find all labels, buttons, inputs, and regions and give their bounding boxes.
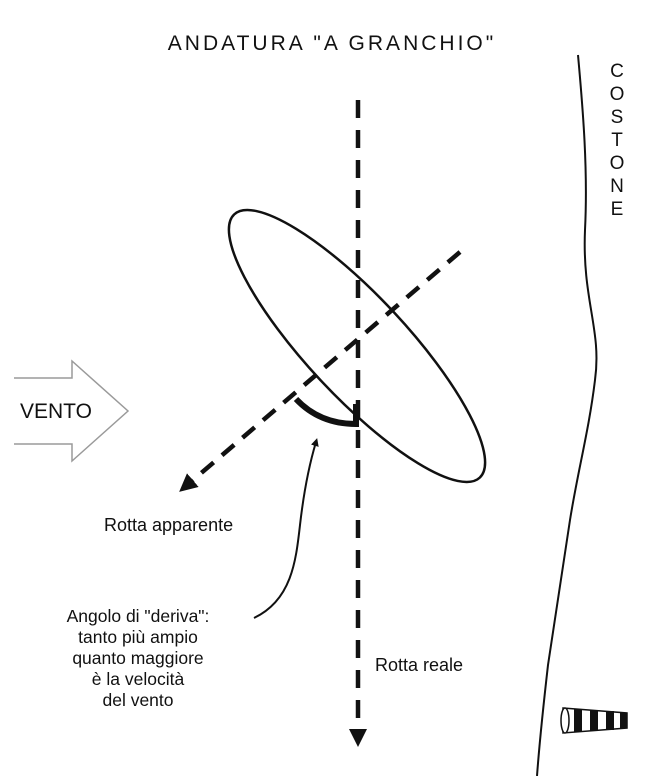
apparent-course-line <box>179 250 462 492</box>
drift-angle-text: Angolo di "deriva": tanto più ampio quan… <box>67 606 210 710</box>
drift-angle-arc <box>293 396 359 428</box>
wind-label: VENTO <box>20 400 92 423</box>
ridge-line <box>536 54 598 776</box>
ridge-letter: O <box>610 84 625 105</box>
drift-pointer-line <box>253 438 319 619</box>
windsock-icon <box>560 707 628 734</box>
drift-angle-line: Angolo di "deriva": <box>67 606 210 626</box>
real-course-label: Rotta reale <box>375 655 463 675</box>
drift-angle-line: tanto più ampio <box>78 627 198 647</box>
ridge-letter: O <box>610 153 625 174</box>
ridge-letter: T <box>611 130 623 151</box>
ridge-label: C O S T O N E <box>610 61 625 220</box>
drift-angle-line: del vento <box>102 690 173 710</box>
glider-wing-ellipse <box>227 208 487 484</box>
drift-angle-line: è la velocità <box>92 669 185 689</box>
ridge-letter: S <box>611 107 624 128</box>
ridge-letter: E <box>611 199 624 220</box>
ridge-letter: N <box>610 176 624 197</box>
ridge-letter: C <box>610 61 624 82</box>
diagram-title: ANDATURA "A GRANCHIO" <box>168 32 496 55</box>
drift-angle-line: quanto maggiore <box>72 648 203 668</box>
apparent-course-label: Rotta apparente <box>104 515 233 535</box>
wind-arrow-icon <box>14 359 130 463</box>
